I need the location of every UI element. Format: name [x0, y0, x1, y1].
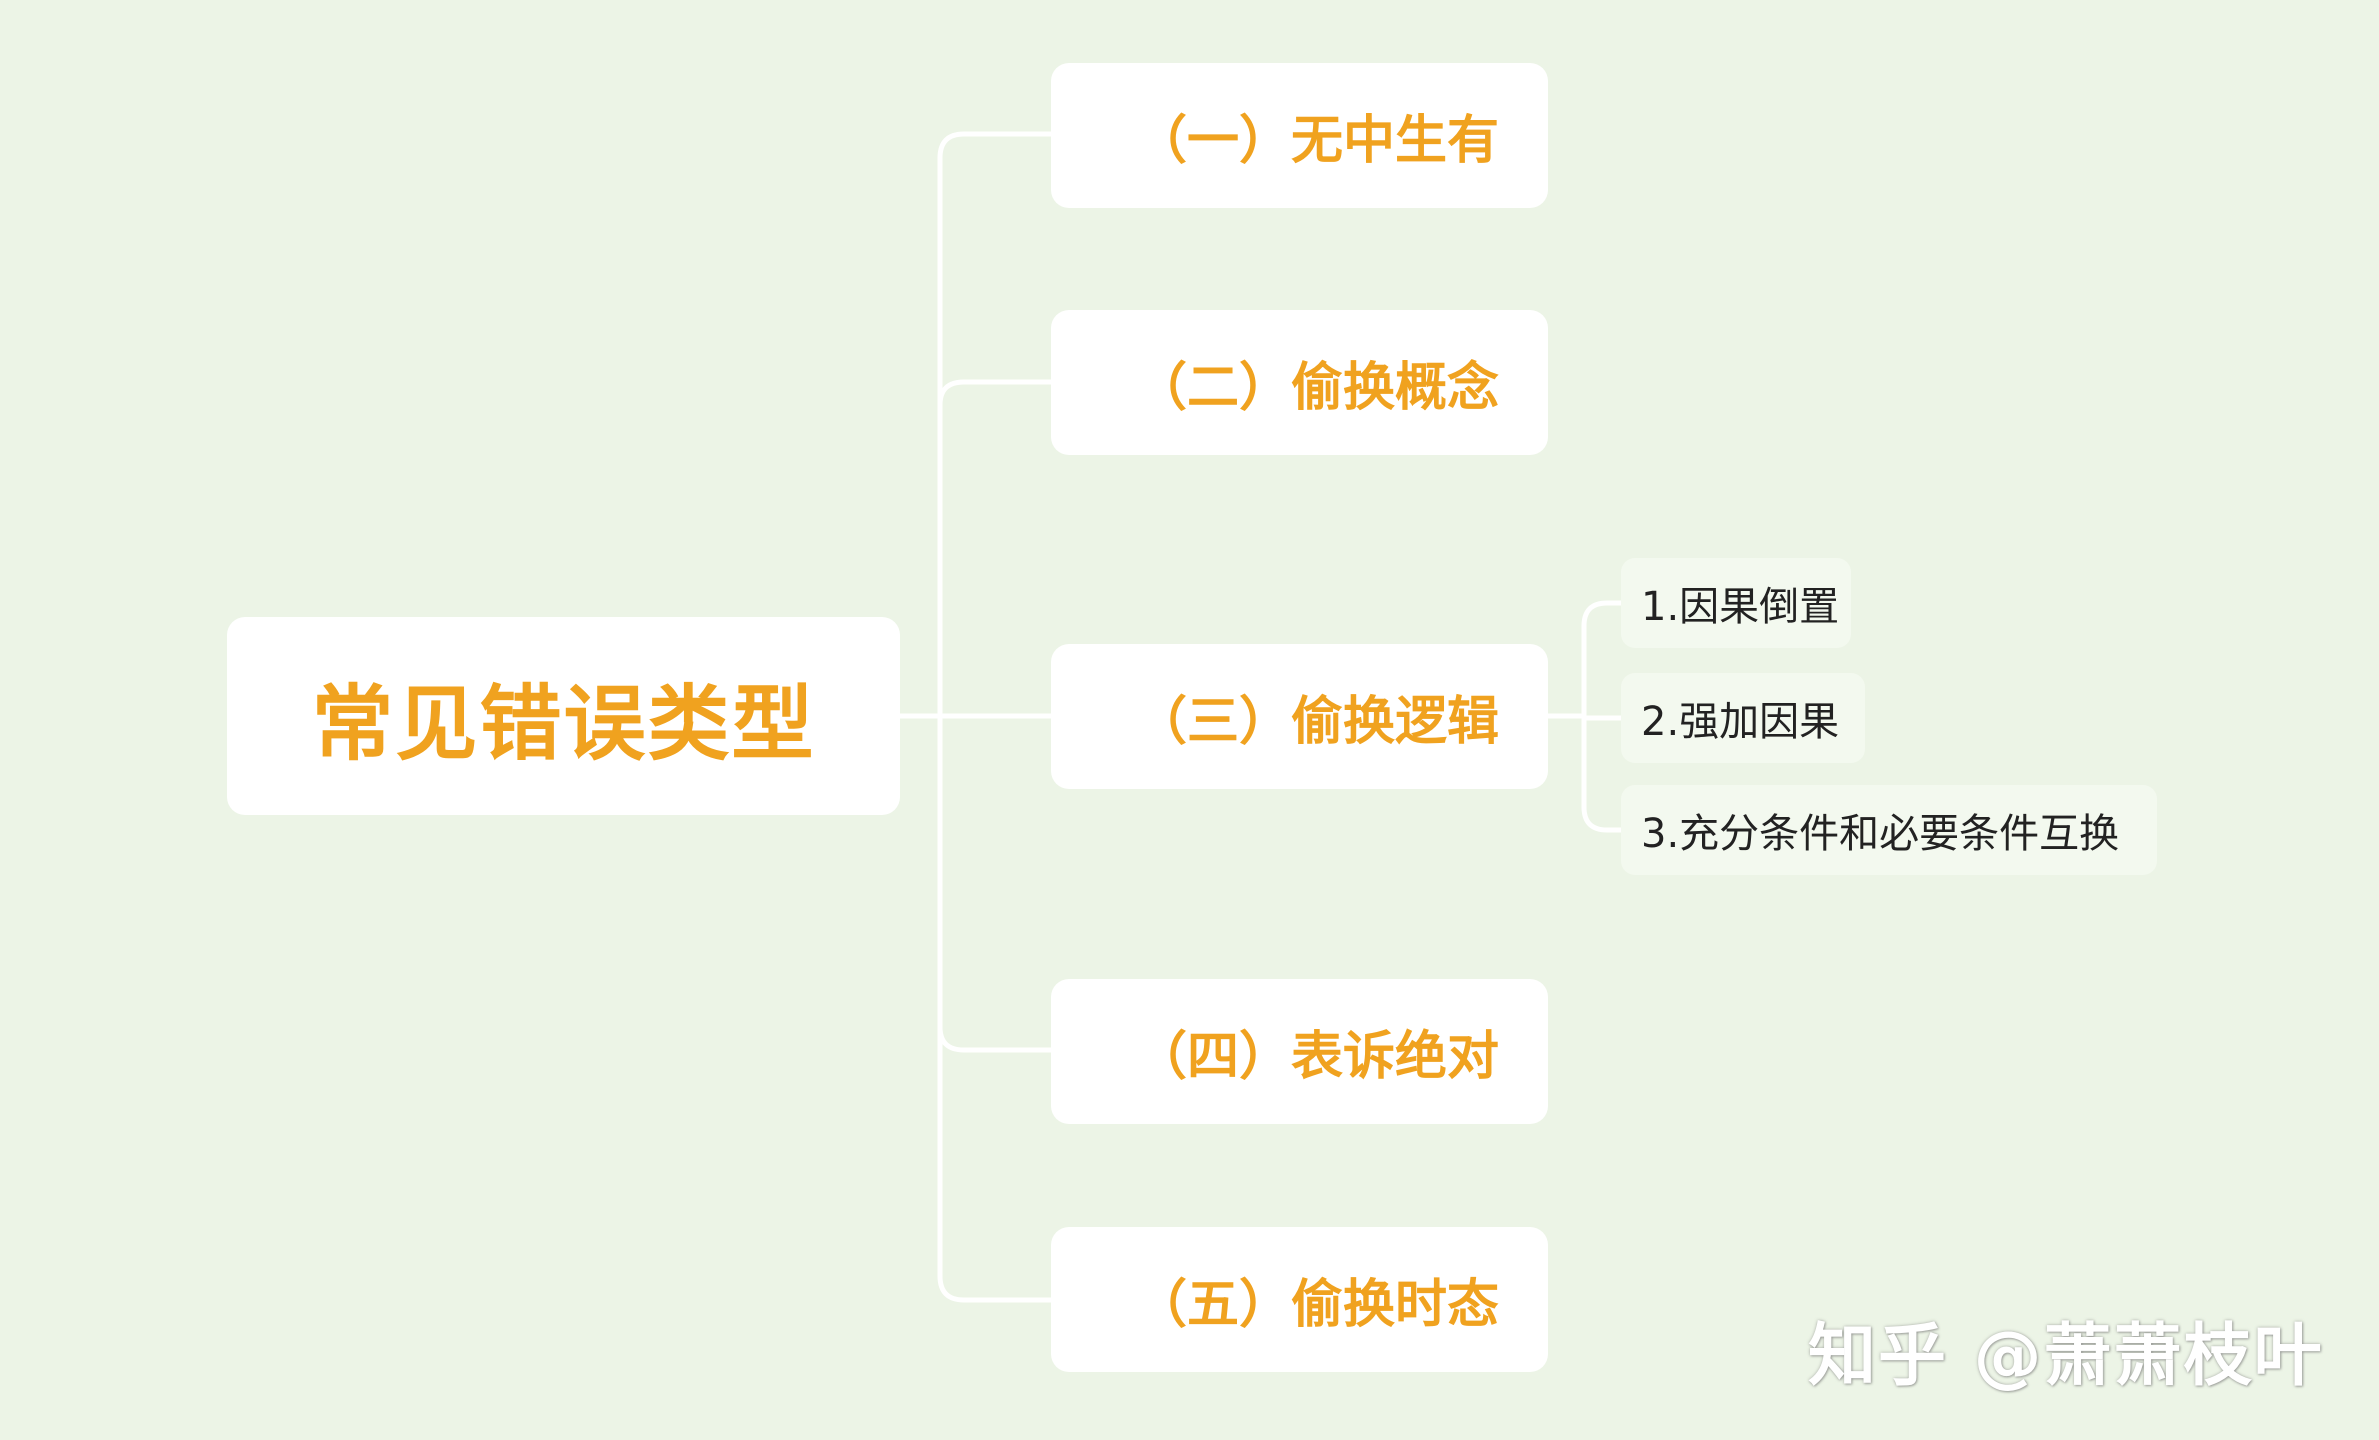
- connector-branch-4: [937, 1024, 1054, 1053]
- branch-node-5[interactable]: （五）偷换时态: [1051, 1227, 1548, 1372]
- connector-branch-2: [937, 379, 1054, 408]
- sub-node-3[interactable]: 3.充分条件和必要条件互换: [1621, 785, 2157, 875]
- branch-label-4: （四）表诉绝对: [1135, 1027, 1500, 1087]
- watermark: 知乎 @萧萧枝叶: [1808, 1317, 2324, 1396]
- sub-label-1: 1.因果倒置: [1641, 584, 1840, 630]
- connector-trunk: [937, 131, 1054, 1303]
- branch-node-1[interactable]: （一）无中生有: [1051, 63, 1548, 208]
- sub-node-2[interactable]: 2.强加因果: [1621, 673, 1865, 763]
- branch-label-1: （一）无中生有: [1135, 111, 1500, 171]
- branch-label-3: （三）偷换逻辑: [1135, 692, 1500, 752]
- branch-node-3[interactable]: （三）偷换逻辑: [1051, 644, 1548, 789]
- sub-label-3: 3.充分条件和必要条件互换: [1641, 811, 2120, 857]
- sub-label-2: 2.强加因果: [1641, 699, 1840, 745]
- sub-node-1[interactable]: 1.因果倒置: [1621, 558, 1851, 648]
- branch-node-4[interactable]: （四）表诉绝对: [1051, 979, 1548, 1124]
- root-node[interactable]: 常见错误类型: [227, 617, 900, 815]
- root-label: 常见错误类型: [311, 676, 816, 772]
- connector-sub-trunk: [1581, 600, 1624, 833]
- branch-node-2[interactable]: （二）偷换概念: [1051, 310, 1548, 455]
- branch-label-5: （五）偷换时态: [1135, 1275, 1500, 1335]
- branch-label-2: （二）偷换概念: [1135, 358, 1500, 418]
